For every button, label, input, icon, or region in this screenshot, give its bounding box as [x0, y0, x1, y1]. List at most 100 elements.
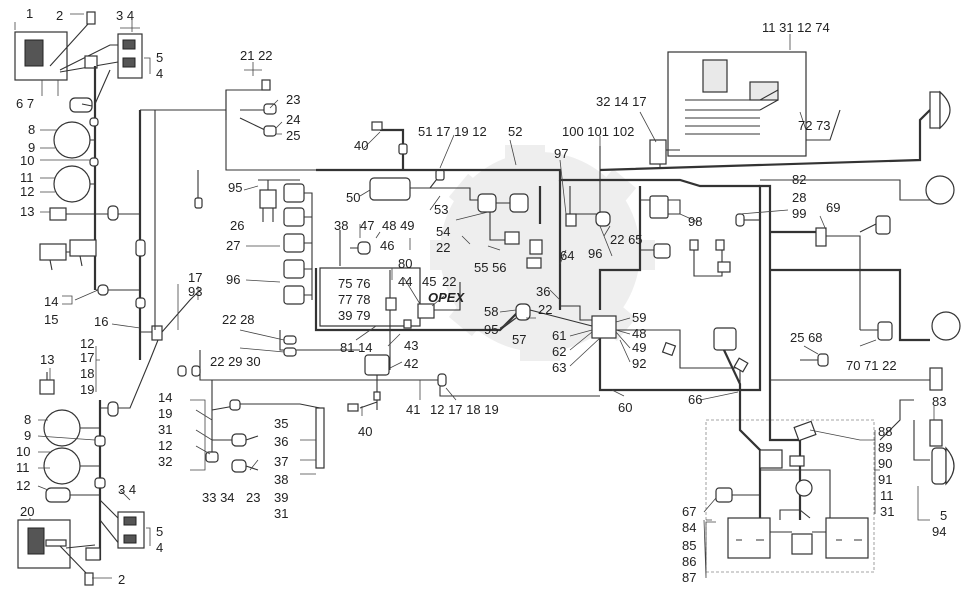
left-column-wiring: [14, 11, 201, 360]
callout-13-lower: 13: [40, 352, 54, 367]
callout-87: 87: [682, 570, 696, 585]
callout-26: 26: [230, 218, 244, 233]
part-98: [653, 243, 671, 259]
part-22-upper-2: [509, 193, 529, 213]
callout-48-49: 48 49: [382, 218, 415, 233]
callout-99: 99: [792, 206, 806, 221]
callout-10: 10: [20, 153, 34, 168]
part-70-upper: [875, 215, 891, 235]
part-13-lower: [39, 379, 55, 395]
part-35: [231, 433, 247, 447]
callout-14: 14: [44, 294, 58, 309]
callout-8: 8: [28, 122, 35, 137]
callout-75-76: 75 76: [338, 276, 371, 291]
callout-15: 15: [44, 312, 58, 327]
callout-11-right: 11: [880, 488, 894, 503]
callout-41: 41: [406, 402, 420, 417]
callout-5-lower: 5: [156, 524, 163, 539]
control-unit-11-31-12-74: [667, 51, 807, 157]
callout-44: 44: [398, 274, 412, 289]
part-84-switch: [791, 533, 813, 555]
callout-21-22: 21 22: [240, 48, 273, 63]
callout-58: 58: [484, 304, 498, 319]
lower-left-wiring: [17, 339, 159, 586]
horn-right: [69, 239, 97, 257]
callout-32-14-17: 32 14 17: [596, 94, 647, 109]
callout-31-mid: 31: [158, 422, 172, 437]
callout-95-mid: 95: [484, 322, 498, 337]
callout-12-17-18-19: 12 17 18 19: [430, 402, 499, 417]
callout-62: 62: [552, 344, 566, 359]
callout-39-lower: 39: [274, 490, 288, 505]
lamp-right-4: [929, 367, 943, 391]
callout-40-lower: 40: [358, 424, 372, 439]
callout-69: 69: [826, 200, 840, 215]
relay-26: [259, 189, 277, 209]
callout-66: 66: [688, 392, 702, 407]
callout-51-17-19-12: 51 17 19 12: [418, 124, 487, 139]
callout-35: 35: [274, 416, 288, 431]
callout-46: 46: [380, 238, 394, 253]
part-13-upper: [49, 207, 67, 221]
callout-85: 85: [682, 538, 696, 553]
callout-14-mid: 14: [158, 390, 172, 405]
connector-lower: [45, 487, 71, 503]
callout-20: 20: [20, 504, 34, 519]
part-96: [565, 213, 577, 227]
part-83: [929, 419, 943, 447]
callout-19: 19: [80, 382, 94, 397]
callout-81-14: 81 14: [340, 340, 373, 355]
callout-36: 36: [274, 434, 288, 449]
switch-panel-75-79: [319, 267, 421, 327]
callout-22-c: 22: [538, 302, 552, 317]
callout-57: 57: [512, 332, 526, 347]
relay-3: [283, 233, 305, 253]
part-57: [515, 303, 531, 321]
callout-50: 50: [346, 190, 360, 205]
part-66-upper: [713, 327, 737, 351]
relay-2: [283, 207, 305, 227]
callout-22-65: 22 65: [610, 232, 643, 247]
part-25-68: [817, 353, 829, 367]
callout-9: 9: [28, 140, 35, 155]
lamp-right-3: [931, 311, 961, 341]
connector-2-top: [86, 11, 96, 25]
part-98-module: [649, 195, 669, 219]
callout-48-right: 48: [632, 326, 646, 341]
part-23-lower: [231, 459, 247, 473]
callout-55-56: 55 56: [474, 260, 507, 275]
callout-17-lower: 17: [80, 350, 94, 365]
callout-28: 28: [792, 190, 806, 205]
callout-77-78: 77 78: [338, 292, 371, 307]
callout-27: 27: [226, 238, 240, 253]
upper-right-wiring: [599, 51, 961, 486]
callout-12-lower-2: 12: [16, 478, 30, 493]
callout-4: 4: [156, 66, 163, 81]
part-22-65: [595, 211, 611, 227]
callout-1: 1: [26, 6, 33, 21]
callout-22-28: 22 28: [222, 312, 255, 327]
part-50: [369, 177, 411, 201]
callout-5-right: 5: [940, 508, 947, 523]
battery-left: [727, 517, 771, 559]
callout-54: 54: [436, 224, 450, 239]
part-42: [364, 354, 390, 376]
callout-96: 96: [226, 272, 240, 287]
callout-42: 42: [404, 356, 418, 371]
part-45: [417, 303, 435, 319]
callout-82: 82: [792, 172, 806, 187]
connector-6-7: [69, 97, 93, 113]
callout-63: 63: [552, 360, 566, 375]
callout-17-mid: 17: [188, 270, 202, 285]
connector-2-bottom: [84, 572, 94, 586]
callout-22-b: 22: [442, 274, 456, 289]
callout-38-mid: 38: [334, 218, 348, 233]
callout-23: 23: [286, 92, 300, 107]
callout-84: 84: [682, 520, 696, 535]
callout-32: 32: [158, 454, 172, 469]
callout-13: 13: [20, 204, 34, 219]
part-89: [759, 449, 783, 469]
callout-labels: 1 2 3 4 5 4 6 7 8 9 10 11 12 13 14 15 16…: [16, 6, 947, 587]
relay-5: [283, 285, 305, 305]
